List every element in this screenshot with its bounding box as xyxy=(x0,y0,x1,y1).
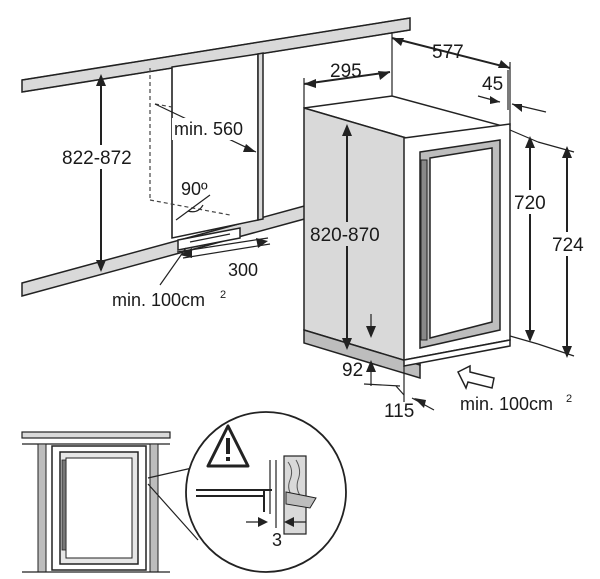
dim-height-720: 720 xyxy=(509,129,552,345)
label-vent-area-right: min. 100cm xyxy=(460,394,553,414)
label-plinth-height: 92 xyxy=(342,360,363,381)
label-door-angle: 90º xyxy=(181,179,208,199)
detail-cabinet xyxy=(21,431,171,573)
dim-plinth-depth: 300 xyxy=(176,237,271,280)
vent-area-left: min. 100cm 2 xyxy=(112,247,226,310)
label-plinth-depth: 300 xyxy=(228,260,258,280)
label-width-total: 577 xyxy=(432,42,464,63)
dim-door-offset: 45 xyxy=(477,70,547,113)
dim-height-724: 724 xyxy=(537,141,592,358)
callout-line-top xyxy=(147,467,193,479)
label-niche-height: 822-872 xyxy=(62,148,132,169)
label-height-724: 724 xyxy=(552,235,584,256)
label-gap-detail: 3 xyxy=(272,530,282,550)
label-height-720: 720 xyxy=(514,193,546,214)
dim-niche-height: 822-872 xyxy=(60,74,146,272)
sup-vent-right: 2 xyxy=(566,393,572,405)
dim-plinth-setback: 115 xyxy=(384,366,435,422)
label-door-offset: 45 xyxy=(482,74,503,95)
warning-triangle-icon xyxy=(206,424,250,468)
niche-wall xyxy=(21,17,411,297)
label-niche-depth: min. 560 xyxy=(174,119,243,139)
label-depth-top: 295 xyxy=(330,61,362,82)
vent-area-right: min. 100cm 2 xyxy=(456,364,572,414)
callout-line-bottom xyxy=(147,483,199,541)
label-appliance-height: 820-870 xyxy=(310,225,380,246)
dim-appliance-height: 820-870 xyxy=(308,124,388,350)
detail-magnifier: 3 xyxy=(185,411,347,573)
dim-plinth-height: 92 xyxy=(342,314,401,387)
label-vent-area-left: min. 100cm xyxy=(112,290,205,310)
dim-width-total: 577 xyxy=(391,32,511,126)
dim-depth-top: 295 xyxy=(303,61,391,108)
sup-vent-left: 2 xyxy=(220,289,226,301)
dim-niche-depth: min. 560 xyxy=(154,103,257,153)
label-plinth-setback: 115 xyxy=(384,401,414,422)
